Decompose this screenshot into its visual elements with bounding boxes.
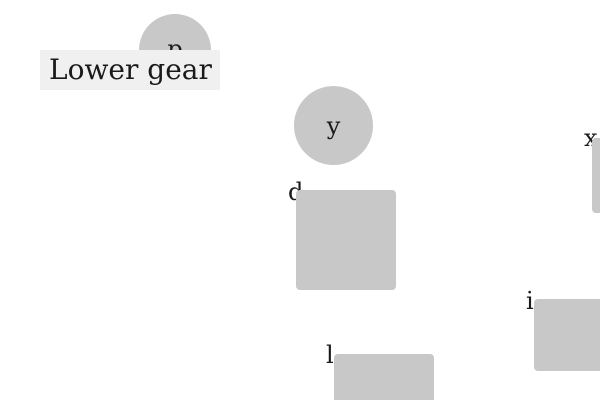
square-node-i[interactable]: [534, 299, 600, 371]
tooltip: Lower gear: [40, 50, 220, 90]
circle-node-y-label: y: [326, 111, 341, 140]
square-node-i-label: i: [526, 287, 534, 315]
square-node-l[interactable]: [334, 354, 434, 400]
square-node-d[interactable]: [296, 190, 396, 290]
square-node-l-label: l: [326, 341, 334, 369]
square-node-x[interactable]: [592, 138, 600, 213]
tooltip-text: Lower gear: [49, 53, 212, 86]
circle-node-y[interactable]: y: [294, 86, 373, 165]
